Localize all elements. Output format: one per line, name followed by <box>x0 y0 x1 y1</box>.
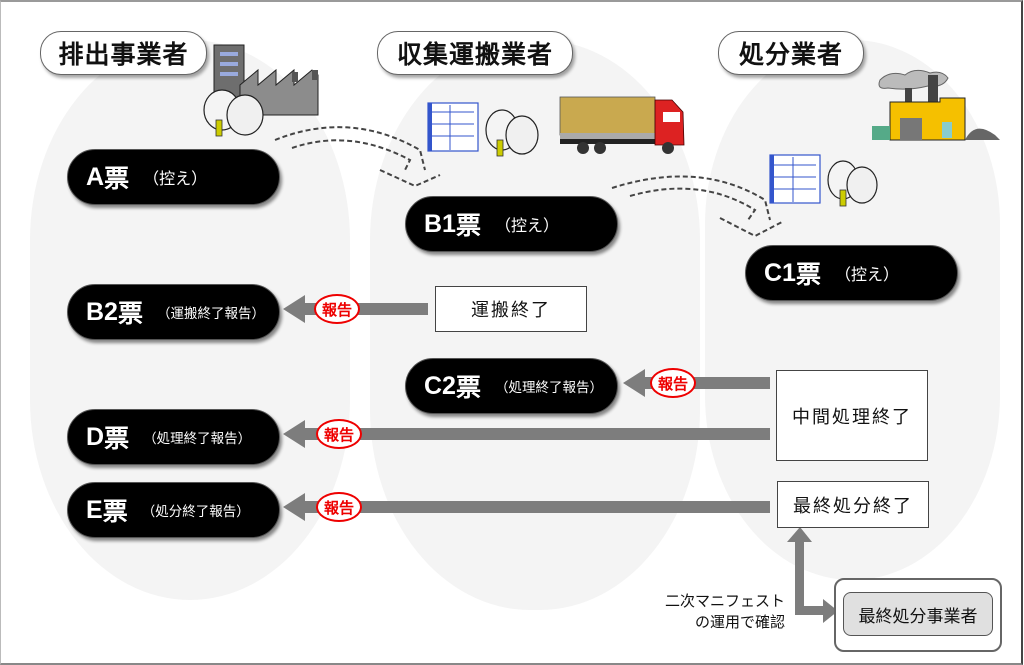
report-badge-c2: 報告 <box>650 368 696 398</box>
report-arrow-c2-head <box>623 369 645 397</box>
handoff-arrow-generator-to-transporter <box>274 126 441 188</box>
report-arrow-b2-head <box>283 295 305 323</box>
actor-processor-label: 処分業者 <box>718 31 864 75</box>
event-transport-done: 運搬終了 <box>435 286 587 332</box>
report-arrow-d-head <box>283 420 305 448</box>
manifest-form-icon <box>769 154 821 204</box>
actor-transporter-label: 収集運搬業者 <box>377 31 573 75</box>
event-intermediate-done: 中間処理終了 <box>776 370 928 461</box>
report-badge-d: 報告 <box>316 419 362 449</box>
actor-generator-label: 排出事業者 <box>40 31 207 75</box>
report-arrow-d-line <box>300 428 770 440</box>
report-badge-e: 報告 <box>316 492 362 522</box>
recycling-plant-icon <box>872 69 1000 141</box>
report-arrow-e-line <box>300 501 770 513</box>
handoff-arrow-transporter-to-processor <box>611 175 783 238</box>
report-arrow-e-head <box>283 493 305 521</box>
event-final-done: 最終処分終了 <box>777 481 929 528</box>
manifest-form-icon <box>427 102 479 152</box>
garbage-bags-icon <box>827 160 878 207</box>
garbage-bags-icon <box>485 109 539 157</box>
secondary-manifest-arrow <box>787 527 838 623</box>
final-operator-label: 最終処分事業者 <box>843 592 993 636</box>
secondary-manifest-note: 二次マニフェスト の運用で確認 <box>664 592 785 631</box>
truck-icon <box>559 96 685 154</box>
garbage-bags-icon <box>203 89 264 137</box>
report-badge-b2: 報告 <box>314 294 360 324</box>
